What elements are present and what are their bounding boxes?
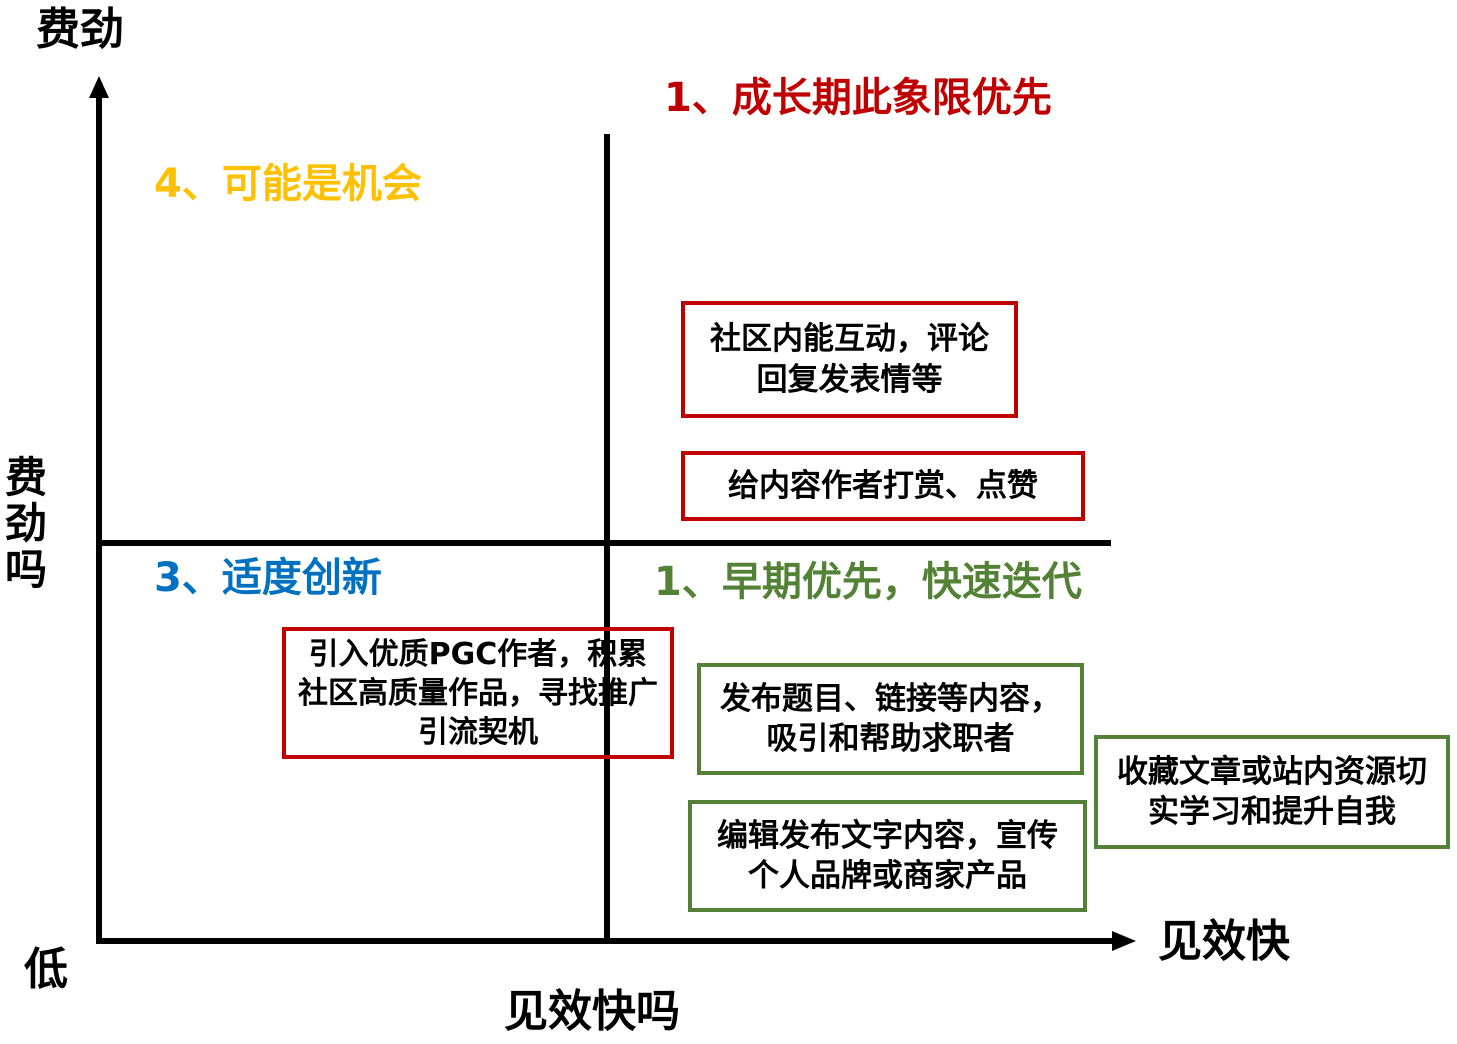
feature-box-collect: 收藏文章或站内资源切实学习和提升自我 [1094,735,1450,849]
x-axis-bottom-label: 见效快吗 [504,986,680,1037]
y-axis-top-label: 费劲 [36,4,124,55]
feature-box-pgc: 引入优质PGC作者，积累社区高质量作品，寻找推广引流契机 [282,627,674,759]
feature-box-interact-text: 社区内能互动，评论回复发表情等 [710,321,989,398]
feature-box-edit: 编辑发布文字内容，宣传个人品牌或商家产品 [688,800,1087,912]
feature-box-reward: 给内容作者打赏、点赞 [681,451,1085,521]
quadrant-early-title: 1、早期优先，快速迭代 [654,559,1082,605]
feature-box-collect-text: 收藏文章或站内资源切实学习和提升自我 [1117,753,1427,830]
feature-box-reward-text: 给内容作者打赏、点赞 [728,467,1038,504]
horizontal-divider [99,540,1111,546]
feature-box-publish: 发布题目、链接等内容，吸引和帮助求职者 [697,663,1084,775]
vertical-divider [604,134,610,942]
y-axis-line [96,92,102,944]
x-axis-arrow [1112,931,1136,951]
feature-box-interact: 社区内能互动，评论回复发表情等 [681,301,1018,418]
y-axis-arrow [89,76,109,98]
feature-box-publish-text: 发布题目、链接等内容，吸引和帮助求职者 [720,680,1061,757]
feature-box-edit-text: 编辑发布文字内容，宣传个人品牌或商家产品 [717,817,1058,894]
quadrant-innovation-title: 3、适度创新 [154,555,382,601]
x-axis-right-label: 见效快 [1158,916,1290,967]
quadrant-growth-title: 1、成长期此象限优先 [664,75,1052,121]
quadrant-opportunity-title: 4、可能是机会 [154,161,422,207]
feature-box-pgc-text: 引入优质PGC作者，积累社区高质量作品，寻找推广引流契机 [298,636,658,750]
y-axis-side-label: 费劲吗 [4,453,47,595]
origin-label: 低 [24,944,68,995]
